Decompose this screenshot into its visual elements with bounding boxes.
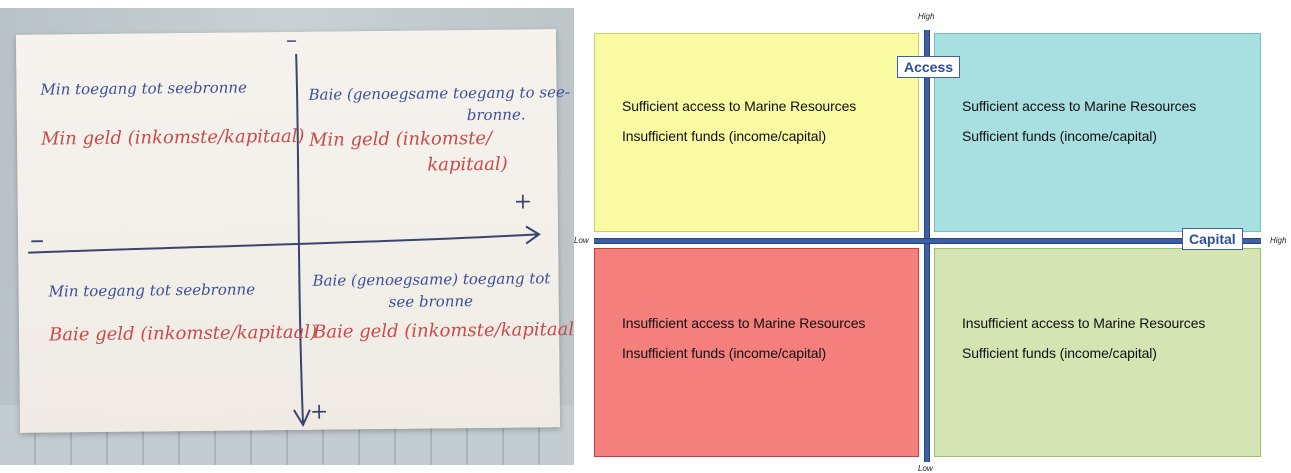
quadrant-top-right-line2: Sufficient funds (income/capital): [962, 128, 1157, 144]
horizontal-axis-line: [28, 233, 539, 254]
quadrant-bottom-right-line2: Sufficient funds (income/capital): [962, 345, 1157, 361]
vertical-axis-arrowhead: [293, 409, 311, 427]
photo-q2-line2: Min geld (inkomste/: [308, 127, 493, 151]
horizontal-axis-arrowhead: [525, 225, 541, 245]
quadrant-bottom-left-line1: Insufficient access to Marine Resources: [622, 315, 866, 331]
quadrant-bottom-left-line2: Insufficient funds (income/capital): [622, 345, 827, 361]
capital-axis-badge: Capital: [1182, 228, 1243, 250]
flipchart-sheet: – – + + Min toegang tot seebronne Min ge…: [15, 27, 574, 433]
bottom-plus-mark: +: [309, 399, 329, 425]
right-plus-mark: +: [513, 189, 533, 215]
photo-q4-line1: Baie (genoegsame) toegang tot: [312, 269, 551, 290]
axis-low-left-label: Low: [574, 236, 589, 245]
photo-q4-line2: Baie geld (inkomste/kapitaal.): [312, 318, 574, 343]
quadrant-top-left-line2: Insufficient funds (income/capital): [622, 128, 827, 144]
axis-low-bottom-label: Low: [918, 464, 933, 473]
photo-q2-line1: Baie (genoegsame toegang to see-: [308, 83, 570, 104]
quadrant-top-left: Sufficient access to Marine Resources In…: [594, 33, 919, 232]
photo-q1-line2: Min geld (inkomste/kapitaal): [40, 125, 305, 150]
horizontal-axis-capital: [594, 238, 1261, 244]
photo-q2-line1b: bronne.: [466, 105, 526, 125]
photo-q3-line1: Min toegang tot seebronne: [48, 280, 256, 301]
quadrant-bottom-left: Insufficient access to Marine Resources …: [594, 248, 919, 457]
access-axis-badge: Access: [897, 56, 961, 78]
quadrant-top-left-line1: Sufficient access to Marine Resources: [622, 98, 857, 114]
quadrant-bottom-right: Insufficient access to Marine Resources …: [934, 248, 1261, 457]
vertical-axis-access: [924, 30, 930, 462]
handdrawn-axes: [28, 53, 541, 427]
photo-q1-line1: Min toegang tot seebronne: [40, 78, 247, 99]
quadrant-top-right-line1: Sufficient access to Marine Resources: [962, 98, 1197, 114]
quadrant-top-right: Sufficient access to Marine Resources Su…: [934, 33, 1261, 232]
top-minus-mark: –: [285, 27, 298, 54]
quadrant-diagram: High Low High Low Sufficient access to M…: [574, 0, 1291, 473]
vertical-axis-line: [295, 53, 305, 424]
left-minus-mark: –: [29, 222, 45, 256]
photo-q3-line2: Baie geld (inkomste/kapitaal): [48, 321, 318, 346]
photo-q4-line1b: see bronne: [388, 292, 474, 311]
photo-q2-line2b: kapitaal): [427, 153, 508, 176]
axis-high-top-label: High: [918, 12, 935, 21]
quadrant-bottom-right-line1: Insufficient access to Marine Resources: [962, 315, 1206, 331]
axis-high-right-label: High: [1270, 236, 1287, 245]
flipchart-photo: – – + + Min toegang tot seebronne Min ge…: [0, 8, 574, 465]
